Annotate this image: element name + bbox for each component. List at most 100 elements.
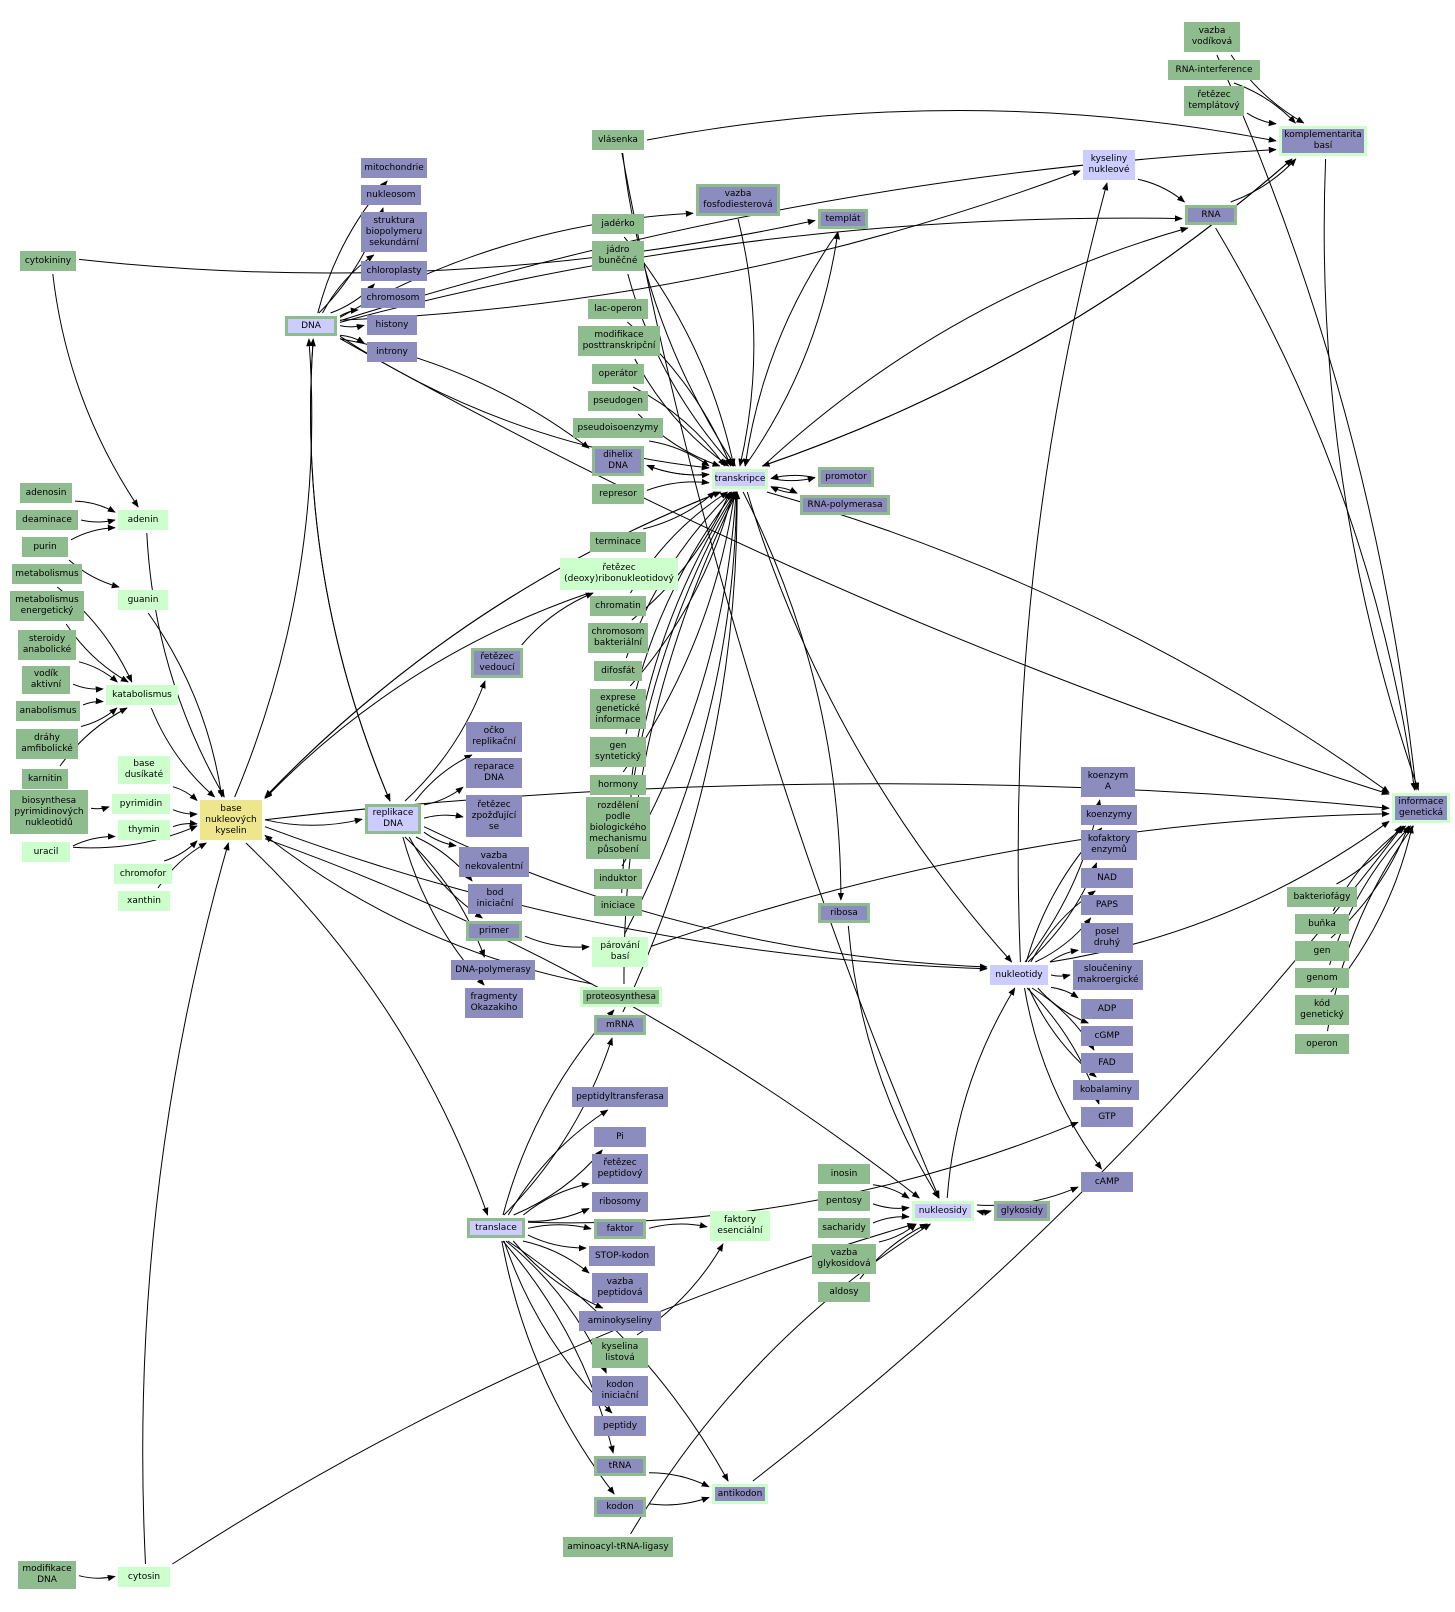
node-drahy[interactable]: dráhy amfibolické xyxy=(16,729,78,759)
node-bakteriofagy[interactable]: bakteriofágy xyxy=(1287,887,1357,907)
node-base_dus[interactable]: base dusíkaté xyxy=(118,756,170,784)
node-chromatin[interactable]: chromatin xyxy=(590,596,646,616)
node-modif_post[interactable]: modifikace posttranskripční xyxy=(578,326,660,356)
node-primer[interactable]: primer xyxy=(466,921,522,941)
node-retezec_zpo[interactable]: řetězec zpožďující se xyxy=(466,795,522,837)
node-vazba_gly[interactable]: vazba glykosidová xyxy=(812,1244,876,1274)
node-iniciace[interactable]: iniciace xyxy=(594,896,642,916)
node-kyselina_l[interactable]: kyselina listová xyxy=(592,1338,648,1368)
node-vazba_nek[interactable]: vazba nekovalentní xyxy=(459,847,529,877)
node-rozdeleni[interactable]: rozdělení podle biologického mechanismu … xyxy=(586,797,650,859)
node-cytokininy[interactable]: cytokininy xyxy=(20,251,76,271)
node-vazba_vod[interactable]: vazba vodíková xyxy=(1184,22,1240,52)
node-metab_en[interactable]: metabolismus energetický xyxy=(10,591,84,621)
node-nukleosom[interactable]: nukleosom xyxy=(361,185,421,205)
node-sacharidy[interactable]: sacharidy xyxy=(818,1218,870,1238)
node-jadro[interactable]: jádro buněčné xyxy=(592,241,644,271)
node-vazba_fos[interactable]: vazba fosfodiesterová xyxy=(696,184,780,216)
node-operator[interactable]: operátor xyxy=(592,364,644,384)
node-ocko[interactable]: očko replikační xyxy=(466,722,522,752)
node-rna_int[interactable]: RNA-interference xyxy=(1168,60,1260,80)
node-rna[interactable]: RNA xyxy=(1185,205,1237,225)
node-kod[interactable]: kód genetický xyxy=(1295,995,1349,1025)
node-induktor[interactable]: induktor xyxy=(594,869,642,889)
node-gen[interactable]: gen xyxy=(1295,941,1349,961)
node-cgmp[interactable]: cGMP xyxy=(1081,1026,1133,1046)
node-nukleosidy[interactable]: nukleosidy xyxy=(912,1201,974,1221)
node-posel[interactable]: posel druhý xyxy=(1081,923,1133,953)
node-adp[interactable]: ADP xyxy=(1081,999,1133,1019)
node-ribosomy[interactable]: ribosomy xyxy=(592,1192,648,1212)
node-xanthin[interactable]: xanthin xyxy=(118,891,170,911)
node-pi[interactable]: Pi xyxy=(594,1127,646,1147)
node-kodon[interactable]: kodon xyxy=(594,1497,646,1517)
node-aldosy[interactable]: aldosy xyxy=(818,1282,870,1302)
node-stop[interactable]: STOP-kodon xyxy=(589,1246,655,1266)
node-struktura[interactable]: struktura biopolymeru sekundární xyxy=(361,212,427,252)
node-peptidy[interactable]: peptidy xyxy=(594,1416,646,1436)
node-thymin[interactable]: thymin xyxy=(118,820,170,840)
node-pseudogen[interactable]: pseudogen xyxy=(588,391,648,411)
node-purin[interactable]: purin xyxy=(22,537,68,557)
node-kys_nukl[interactable]: kyseliny nukleové xyxy=(1083,150,1135,180)
node-pseudoiso[interactable]: pseudoisoenzymy xyxy=(573,418,663,438)
node-adenin[interactable]: adenin xyxy=(118,510,168,530)
node-komplement[interactable]: komplementarita basí xyxy=(1279,126,1367,156)
node-katabolismus[interactable]: katabolismus xyxy=(106,685,178,705)
node-paps[interactable]: PAPS xyxy=(1081,895,1133,915)
node-modif_dna[interactable]: modifikace DNA xyxy=(18,1561,76,1589)
node-parovani[interactable]: párování basí xyxy=(592,937,648,967)
node-retezec_templ[interactable]: řetězec templátový xyxy=(1184,86,1244,116)
node-base[interactable]: base nukleových kyselin xyxy=(200,800,262,840)
node-bod[interactable]: bod iniciační xyxy=(468,884,522,914)
node-proteosynthesa[interactable]: proteosynthesa xyxy=(580,987,662,1007)
node-camp[interactable]: cAMP xyxy=(1081,1172,1133,1192)
node-reparace[interactable]: reparace DNA xyxy=(466,758,522,788)
node-terminace[interactable]: terminace xyxy=(590,532,646,552)
node-templat[interactable]: templát xyxy=(818,209,868,229)
node-chloroplasty[interactable]: chloroplasty xyxy=(361,261,427,281)
node-nad[interactable]: NAD xyxy=(1081,868,1133,888)
node-trna[interactable]: tRNA xyxy=(594,1456,646,1476)
node-dna[interactable]: DNA xyxy=(285,316,337,336)
node-aminokys[interactable]: aminokyseliny xyxy=(579,1311,661,1331)
node-jaderko[interactable]: jadérko xyxy=(592,214,644,234)
node-guanin[interactable]: guanin xyxy=(118,590,168,610)
node-antikodon[interactable]: antikodon xyxy=(712,1484,768,1504)
node-bunka[interactable]: buňka xyxy=(1295,914,1349,934)
node-peptidyltr[interactable]: peptidyltransferasa xyxy=(572,1087,668,1107)
node-kodon_ini[interactable]: kodon iniciační xyxy=(592,1376,648,1406)
node-retezec_ved[interactable]: řetězec vedoucí xyxy=(471,648,523,678)
node-informace[interactable]: informace genetická xyxy=(1392,793,1450,823)
node-metabolismus[interactable]: metabolismus xyxy=(12,564,82,584)
node-karnitin[interactable]: karnitin xyxy=(22,769,68,789)
node-dihelix[interactable]: dihelix DNA xyxy=(592,446,644,476)
node-koenzym_a[interactable]: koenzym A xyxy=(1081,767,1135,797)
node-uracil[interactable]: uracil xyxy=(22,842,70,862)
node-introny[interactable]: introny xyxy=(367,342,417,362)
node-cytosin[interactable]: cytosin xyxy=(118,1567,170,1587)
node-retezec_pep[interactable]: řetězec peptidový xyxy=(592,1154,648,1184)
node-lac[interactable]: lac-operon xyxy=(588,299,648,319)
node-rna_pol[interactable]: RNA-polymerasa xyxy=(800,495,890,515)
node-biosynth[interactable]: biosynthesa pyrimidinových nukleotidů xyxy=(10,790,88,834)
node-nukleotidy[interactable]: nukleotidy xyxy=(990,965,1048,985)
node-kofaktory[interactable]: kofaktory enzymů xyxy=(1081,830,1137,860)
node-kobalaminy[interactable]: kobalaminy xyxy=(1073,1080,1139,1100)
node-steroidy[interactable]: steroidy anabolické xyxy=(18,630,76,660)
node-pentosy[interactable]: pentosy xyxy=(818,1191,870,1211)
node-gen_synt[interactable]: gen syntetický xyxy=(590,737,646,767)
node-chromosom[interactable]: chromosom xyxy=(361,288,425,308)
node-exprese[interactable]: exprese genetické informace xyxy=(590,689,646,729)
node-pyrimidin[interactable]: pyrimidin xyxy=(112,794,170,814)
node-mitochondrie[interactable]: mitochondrie xyxy=(361,158,427,178)
node-represor[interactable]: represor xyxy=(592,484,644,504)
node-deaminace[interactable]: deaminace xyxy=(16,510,78,530)
node-mrna[interactable]: mRNA xyxy=(594,1015,646,1035)
node-inosin[interactable]: inosin xyxy=(818,1164,870,1184)
node-translace[interactable]: translace xyxy=(467,1218,525,1238)
node-chrom_bakt[interactable]: chromosom bakteriální xyxy=(588,623,648,653)
node-dna_pol[interactable]: DNA-polymerasy xyxy=(451,960,535,980)
node-chromofor[interactable]: chromofor xyxy=(114,864,172,884)
node-vlasenka[interactable]: vlásenka xyxy=(592,130,644,150)
